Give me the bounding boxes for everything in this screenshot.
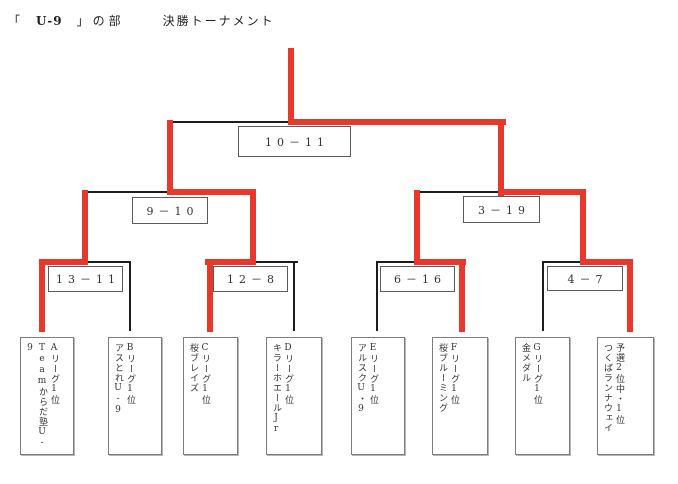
semifinal-left-winner-path-h bbox=[167, 189, 256, 195]
score-box-quarterfinal-1: 13－11 bbox=[48, 266, 123, 292]
team-h-league: 予選2位中・1位 bbox=[614, 343, 624, 425]
team-d-name: キラーホエールJr bbox=[271, 343, 281, 435]
team-box-a: Aリーグ1位 Teamからだ塾U-9 bbox=[20, 337, 74, 455]
quarterfinal-2-winner-up-path bbox=[250, 189, 256, 265]
tournament-title: 決勝トーナメント bbox=[162, 14, 275, 28]
team-e-text: Eリーグ1位 アルスクU・9 bbox=[355, 343, 379, 449]
quarterfinal-1-winner-path-h bbox=[39, 259, 88, 265]
score-box-semifinal-left: 9－10 bbox=[132, 197, 208, 224]
quarterfinal-4-winner-path-h bbox=[580, 259, 633, 265]
quarterfinal-1-score: 13－11 bbox=[56, 273, 120, 286]
team-box-d: Dリーグ1位 キラーホエールJr bbox=[266, 337, 322, 455]
team-c-league: Cリーグ1位 bbox=[200, 343, 210, 405]
score-box-quarterfinal-3: 6－16 bbox=[380, 266, 455, 292]
quarterfinal-4-score: 4－7 bbox=[567, 272, 608, 286]
team-f-league: Fリーグ1位 bbox=[449, 343, 459, 405]
team-f-name: 桜ブルーミング bbox=[437, 343, 447, 413]
team-b-league: Bリーグ1位 bbox=[125, 343, 135, 405]
quarterfinal-3-winner-up-path bbox=[414, 190, 420, 265]
team-2-line bbox=[129, 261, 131, 331]
semifinal-right-winner-path-h bbox=[498, 189, 586, 195]
team-box-b: Bリーグ1位 アスとれU-9 bbox=[108, 337, 162, 455]
team-g-name: 金メダル bbox=[520, 343, 530, 383]
final-winner-path-h bbox=[288, 119, 506, 125]
team-b-name: アスとれU-9 bbox=[113, 343, 123, 416]
team-e-league: Eリーグ1位 bbox=[368, 343, 378, 405]
team-f-text: Fリーグ1位 桜ブルーミング bbox=[436, 343, 460, 449]
team-7-line bbox=[542, 261, 544, 331]
team-d-league: Dリーグ1位 bbox=[283, 343, 293, 405]
team-box-g: Gリーグ1位 金メダル bbox=[515, 337, 570, 455]
quarterfinal-3-winner-path-h bbox=[414, 259, 466, 265]
semifinal-right-winner-up-path bbox=[498, 119, 504, 196]
quarterfinal-1-winner-up-path bbox=[82, 190, 88, 265]
semifinal-left-winner-up-path bbox=[167, 120, 173, 195]
team-e-name: アルスクU・9 bbox=[356, 343, 366, 415]
team-h-name: つくばランナウェイ bbox=[602, 343, 612, 433]
team-g-league: Gリーグ1位 bbox=[532, 343, 542, 405]
team-c-text: Cリーグ1位 桜ブレイズ bbox=[187, 343, 211, 449]
team-3-winner-path bbox=[207, 259, 213, 332]
team-box-f: Fリーグ1位 桜ブルーミング bbox=[432, 337, 488, 455]
final-score: 10－11 bbox=[265, 135, 329, 149]
team-b-text: Bリーグ1位 アスとれU-9 bbox=[112, 343, 136, 449]
semifinal-left-score: 9－10 bbox=[146, 204, 199, 218]
team-box-e: Eリーグ1位 アルスクU・9 bbox=[351, 337, 405, 455]
team-4-line bbox=[293, 261, 295, 331]
team-a-name: Teamからだ塾U-9 bbox=[25, 343, 47, 449]
quarterfinal-2-score: 12－8 bbox=[227, 273, 279, 286]
team-box-c: Cリーグ1位 桜ブレイズ bbox=[183, 337, 238, 455]
team-c-name: 桜ブレイズ bbox=[188, 343, 198, 393]
team-1-winner-path bbox=[39, 259, 45, 332]
champion-path bbox=[288, 48, 294, 125]
score-box-semifinal-right: 3－19 bbox=[463, 196, 540, 223]
score-box-quarterfinal-2: 12－8 bbox=[213, 266, 288, 292]
team-a-text: Aリーグ1位 Teamからだ塾U-9 bbox=[24, 343, 60, 449]
team-box-h: 予選2位中・1位 つくばランナウェイ bbox=[597, 337, 654, 455]
team-d-text: Dリーグ1位 キラーホエールJr bbox=[270, 343, 294, 449]
quarterfinal-4-winner-up-path bbox=[580, 189, 586, 265]
team-8-winner-path bbox=[627, 259, 633, 332]
team-a-league: Aリーグ1位 bbox=[49, 343, 59, 405]
division-label: U-9 bbox=[36, 14, 63, 28]
team-g-text: Gリーグ1位 金メダル bbox=[519, 343, 543, 449]
team-5-line bbox=[376, 261, 378, 331]
score-box-quarterfinal-4: 4－7 bbox=[547, 266, 623, 291]
team-h-text: 予選2位中・1位 つくばランナウェイ bbox=[601, 343, 625, 449]
semifinal-right-score: 3－19 bbox=[478, 203, 530, 217]
score-box-final: 10－11 bbox=[238, 126, 351, 157]
title-open-bracket: 「 bbox=[8, 14, 23, 28]
quarterfinal-3-score: 6－16 bbox=[394, 273, 446, 286]
quarterfinal-2-winner-path-h bbox=[205, 259, 256, 265]
team-6-winner-path bbox=[459, 259, 465, 332]
page-title: 「 U-9 」の部 決勝トーナメント bbox=[8, 12, 275, 29]
title-close-bracket: 」の部 bbox=[76, 14, 125, 28]
